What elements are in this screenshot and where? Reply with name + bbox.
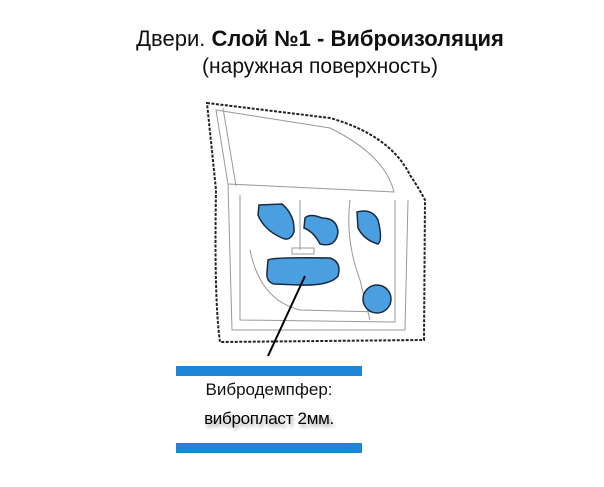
patch-center bbox=[266, 257, 340, 286]
door-outline bbox=[205, 101, 427, 344]
title-bold: Слой №1 - Виброизоляция bbox=[211, 26, 504, 51]
door-inner-lines bbox=[215, 107, 409, 331]
damper-label: Вибродемпфер: bbox=[205, 380, 333, 399]
patch-upper-middle bbox=[303, 214, 339, 246]
callout-line bbox=[267, 275, 306, 357]
bottom-blue-bar bbox=[176, 443, 362, 453]
page-subtitle: (наружная поверхность) bbox=[202, 55, 438, 78]
patch-upper-left bbox=[257, 203, 295, 240]
patch-speaker bbox=[362, 284, 392, 314]
top-blue-bar bbox=[176, 366, 362, 376]
page-title: Двери. Слой №1 - Виброизоляция bbox=[100, 26, 540, 52]
title-prefix: Двери. bbox=[136, 26, 206, 51]
patch-upper-right bbox=[356, 210, 382, 245]
damping-patches bbox=[257, 203, 392, 314]
material-label: вибропласт 2мм. bbox=[204, 409, 334, 428]
